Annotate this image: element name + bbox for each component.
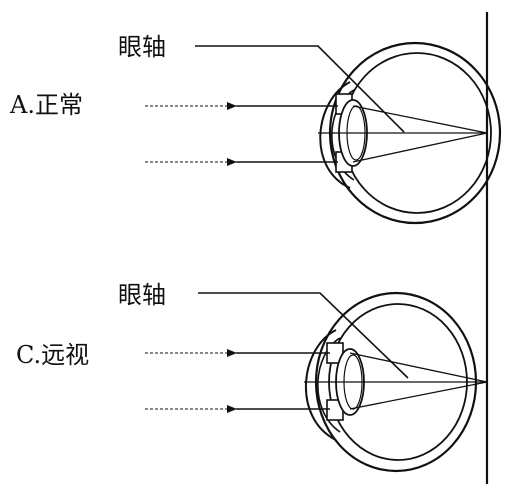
refracted-ray-lower-normal (352, 132, 488, 163)
panel-hyperopia: C.远视 眼轴 (16, 281, 488, 473)
eyeball-hyperopia (304, 291, 487, 473)
eyeball-normal (318, 41, 502, 225)
refracted-ray-lower-hyperopia (349, 381, 488, 410)
refracted-ray-upper-hyperopia (349, 352, 488, 383)
axis-leader-normal (195, 45, 405, 133)
case-label-normal: A.正常 (9, 91, 83, 119)
case-label-hyperopia: C.远视 (16, 341, 89, 369)
refracted-ray-upper-normal (352, 105, 488, 134)
panel-normal: A.正常 眼轴 (9, 33, 502, 225)
axis-label-normal: 眼轴 (118, 33, 166, 61)
axis-leader-hyperopia (198, 292, 409, 379)
axis-label-hyperopia: 眼轴 (118, 281, 166, 309)
